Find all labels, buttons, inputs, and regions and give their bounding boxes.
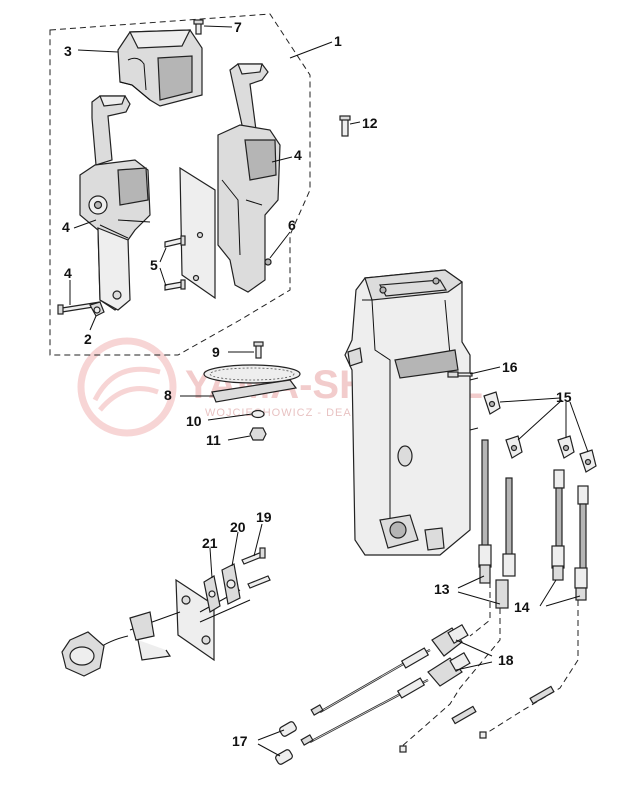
callout-16: 16 (502, 359, 518, 375)
routing-line-c (469, 582, 491, 637)
cable-end-15b (505, 435, 523, 459)
callout-21: 21 (202, 535, 218, 551)
push-pull-cables (300, 647, 431, 746)
callout-7: 7 (234, 19, 242, 35)
callout-1: 1 (334, 33, 342, 49)
screw-7 (193, 19, 204, 35)
callout-10: 10 (186, 413, 202, 429)
center-gasket-plate (179, 166, 216, 300)
bushings-18 (427, 623, 471, 687)
cable-end-15d (579, 449, 597, 473)
left-lever (91, 95, 131, 166)
pin-6 (264, 258, 272, 266)
plate-20 (221, 563, 241, 605)
callout-6: 6 (288, 217, 296, 233)
screws-5 (164, 235, 186, 291)
routing-line-a (399, 608, 501, 749)
cable-rods-13 (478, 439, 516, 609)
leader-lines (69, 25, 589, 757)
control-box-housing (344, 269, 479, 556)
bolts-19 (241, 547, 271, 589)
screw-12 (339, 115, 351, 137)
callout-18: 18 (498, 652, 514, 668)
right-control-housing (217, 124, 281, 293)
gasket-21 (203, 575, 221, 613)
callout-17: 17 (232, 733, 248, 749)
callout-11: 11 (206, 432, 221, 448)
right-lever (229, 63, 269, 151)
side-mount-bracket (175, 578, 251, 662)
callout-9: 9 (212, 344, 220, 360)
watermark-logo-icon (77, 337, 177, 437)
callout-12: 12 (362, 115, 378, 131)
callout-13: 13 (434, 581, 450, 597)
washer-10 (251, 409, 265, 419)
nut-11 (249, 427, 267, 441)
lanyard-switch (95, 611, 181, 661)
callout-8: 8 (164, 387, 172, 403)
callout-2: 2 (84, 331, 92, 347)
callout-4-right: 4 (294, 147, 302, 163)
cable-caps-17 (275, 721, 297, 765)
routing-line-b (481, 600, 579, 737)
cable-end-15c (557, 435, 575, 459)
callout-20: 20 (230, 519, 246, 535)
callout-4-bolt: 4 (64, 265, 72, 281)
pin-2 (89, 301, 105, 317)
pin-16 (447, 371, 473, 378)
cable-end-15a (483, 391, 501, 415)
cable-rods-14 (551, 469, 589, 601)
assembly-boundary (49, 13, 311, 356)
callout-5: 5 (150, 257, 158, 273)
callout-15: 15 (556, 389, 572, 405)
callout-14: 14 (514, 599, 530, 615)
callout-19: 19 (256, 509, 272, 525)
screw-9 (253, 341, 264, 359)
top-cover (117, 29, 203, 107)
lanyard-clip-icon (61, 631, 105, 677)
friction-plate-8 (203, 364, 301, 403)
callout-4-left: 4 (62, 219, 70, 235)
callout-3: 3 (64, 43, 72, 59)
left-side-plate (97, 227, 131, 311)
engine-cable-ends (399, 685, 555, 753)
callout-labels: 1 2 3 4 4 4 5 6 7 8 9 10 11 12 13 14 15 … (62, 19, 572, 749)
